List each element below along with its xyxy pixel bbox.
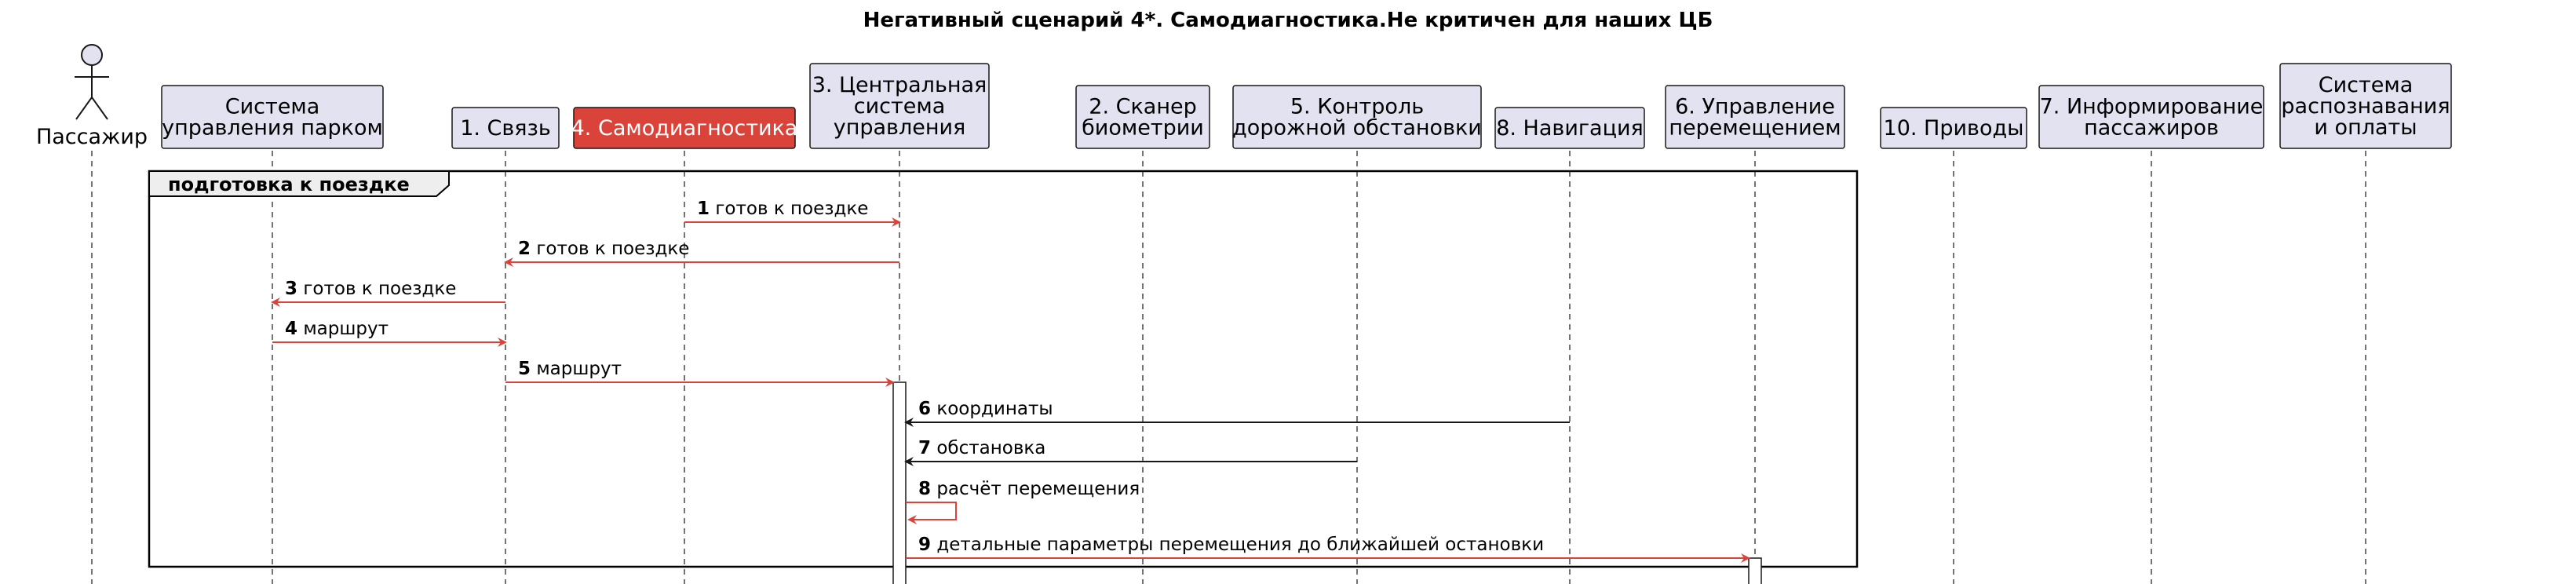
activations — [892, 381, 1762, 584]
participant-selfdiag: 4. Самодиагностика — [571, 107, 798, 149]
participant-label: и оплаты — [2314, 115, 2417, 140]
participant-comm: 1. Связь — [451, 107, 560, 149]
participant-label: Пассажир — [36, 125, 148, 149]
diagram-title: Негативный сценарий 4*. Самодиагностика.… — [863, 9, 1713, 32]
message-number: 5 — [518, 359, 531, 379]
participant-passenger: Пассажир — [36, 44, 148, 149]
lifelines — [91, 151, 2366, 584]
participant-box — [2279, 63, 2452, 149]
message-5: 5 маршрут — [505, 359, 895, 387]
message-number: 2 — [518, 239, 531, 259]
message-label: 6 координаты — [918, 399, 1053, 419]
message-text: расчёт перемещения — [936, 479, 1140, 499]
message-number: 1 — [697, 199, 710, 219]
message-label: 3 готов к поездке — [285, 279, 456, 299]
message-text: готов к поездке — [715, 199, 868, 219]
message-3: 3 готов к поездке — [271, 279, 505, 307]
message-text: маршрут — [536, 359, 622, 379]
message-label: 5 маршрут — [518, 359, 622, 379]
participant-box — [573, 107, 796, 149]
message-number: 7 — [918, 438, 931, 458]
participant-label: дорожной обстановки — [1232, 116, 1482, 141]
group-frame-border — [148, 170, 1859, 568]
participant-box — [809, 63, 990, 149]
participant-label: Система — [225, 95, 320, 119]
participant-label: 3. Центральная — [812, 73, 987, 97]
participant-box — [1232, 85, 1482, 149]
participant-label: биометрии — [1082, 116, 1204, 141]
message-text: готов к поездке — [536, 239, 689, 259]
message-text: готов к поездке — [303, 279, 456, 299]
message-text: координаты — [936, 399, 1053, 419]
activation-motion — [1748, 557, 1762, 584]
message-label: 2 готов к поездке — [518, 239, 689, 259]
actor-icon — [75, 44, 109, 120]
participant-label: 10. Приводы — [1884, 116, 2024, 141]
message-1: 1 готов к поездке — [684, 199, 901, 227]
participant-label: 4. Самодиагностика — [571, 116, 798, 141]
group-label: подготовка к поездке — [168, 173, 410, 195]
participant-box — [161, 85, 384, 149]
message-4: 4 маршрут — [272, 319, 507, 347]
participant-label: 2. Сканер — [1089, 95, 1196, 119]
message-arrow — [906, 502, 957, 524]
participant-label: перемещением — [1669, 116, 1841, 141]
message-2: 2 готов к поездке — [504, 239, 899, 267]
message-label: 7 обстановка — [918, 438, 1045, 458]
participant-box — [1665, 85, 1845, 149]
message-label: 4 маршрут — [285, 319, 389, 339]
message-number: 4 — [285, 319, 297, 339]
message-number: 8 — [918, 479, 931, 499]
participant-label: Система — [2319, 73, 2414, 97]
participant-box — [1075, 85, 1210, 149]
message-number: 9 — [918, 535, 931, 555]
participant-label: 6. Управление — [1675, 95, 1835, 119]
participant-label: 7. Информирование — [2040, 95, 2264, 119]
participant-box — [2038, 85, 2264, 149]
participant-label: система — [854, 94, 946, 119]
message-text: детальные параметры перемещения до ближа… — [936, 535, 1544, 555]
participant-label: 1. Связь — [460, 116, 551, 141]
message-text: обстановка — [936, 438, 1045, 458]
participant-label: 5. Контроль — [1290, 95, 1424, 119]
participant-label: 8. Навигация — [1496, 116, 1644, 141]
participant-box — [1880, 107, 2027, 149]
participant-box — [451, 107, 560, 149]
message-label: 1 готов к поездке — [697, 199, 868, 219]
message-9: 9 детальные параметры перемещения до бли… — [906, 535, 1750, 563]
participant-label: пассажиров — [2084, 116, 2219, 141]
message-7: 7 обстановка — [904, 438, 1357, 466]
message-text: маршрут — [303, 319, 389, 339]
message-8: 8 расчёт перемещения — [906, 479, 1140, 524]
message-label: 8 расчёт перемещения — [918, 479, 1140, 499]
participant-label: распознавания — [2281, 94, 2450, 119]
message-number: 6 — [918, 399, 931, 419]
participant-box — [1494, 107, 1645, 149]
participant-label: управления — [834, 115, 966, 140]
participant-nav: 8. Навигация — [1494, 107, 1645, 149]
participant-drives: 10. Приводы — [1880, 107, 2027, 149]
activation-central — [892, 381, 907, 584]
message-number: 3 — [285, 279, 297, 299]
group-frame-tab — [148, 170, 450, 197]
message-6: 6 координаты — [904, 399, 1570, 427]
message-label: 9 детальные параметры перемещения до бли… — [918, 535, 1544, 555]
group-frame: подготовка к поездке — [148, 170, 1859, 568]
participant-label: управления парком — [162, 116, 383, 141]
